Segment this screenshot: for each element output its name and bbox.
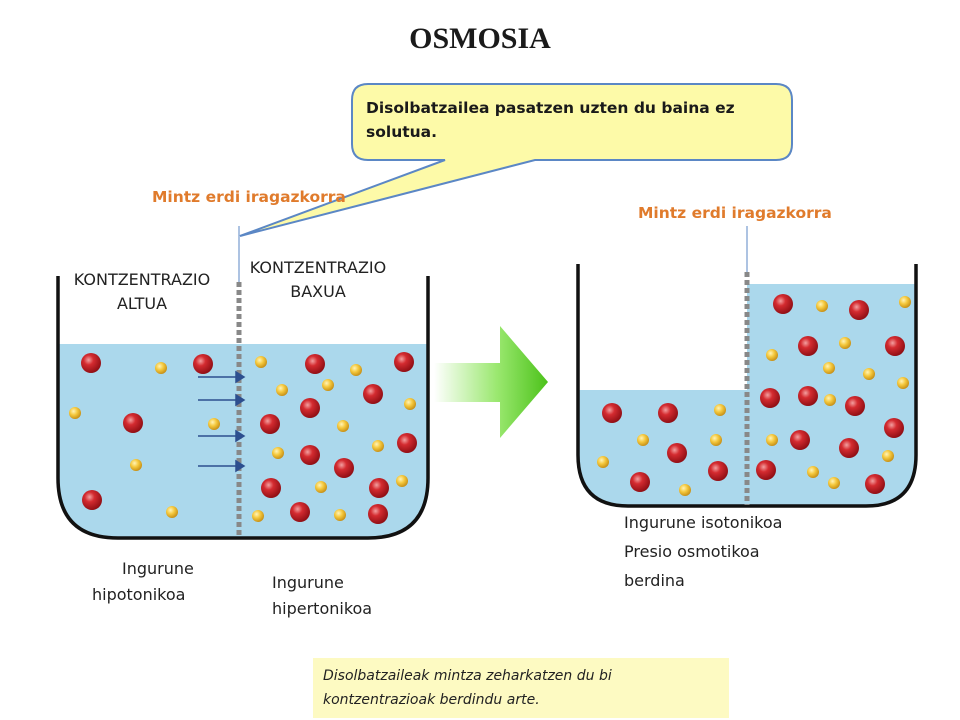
right-beaker-particles: [597, 294, 911, 496]
hypertonic-line2: hipertonikoa: [272, 599, 373, 618]
page-title: OSMOSIA: [409, 22, 551, 55]
isotonic-line2: Presio osmotikoa: [624, 542, 760, 561]
left-membrane-label: Mintz erdi iragazkorra: [152, 188, 346, 206]
isotonic-result-label: Ingurune isotonikoa Presio osmotikoa ber…: [624, 508, 782, 595]
hypotonic-line1: Ingurune: [122, 559, 194, 578]
low-concentration-label: KONTZENTRAZIO BAXUA: [238, 256, 398, 304]
low-concentration-line1: KONTZENTRAZIO: [249, 258, 387, 277]
hypotonic-label: Ingurune hipotonikoa: [92, 556, 194, 608]
high-concentration-line2: ALTUA: [116, 294, 168, 313]
right-beaker: [576, 226, 918, 508]
hypotonic-line2: hipotonikoa: [92, 585, 186, 604]
hypertonic-label: Ingurune hipertonikoa: [272, 570, 372, 622]
high-concentration-label: KONTZENTRAZIO ALTUA: [52, 268, 232, 316]
transition-arrow: [434, 326, 548, 438]
left-solute-particles: [69, 353, 220, 518]
right-membrane-label: Mintz erdi iragazkorra: [638, 204, 832, 222]
callout-bubble: [239, 83, 793, 237]
isotonic-line1: Ingurune isotonikoa: [624, 513, 783, 532]
right-beaker-wall: [576, 264, 918, 508]
callout-text: Disolbatzailea pasatzen uzten du baina e…: [366, 99, 735, 141]
hypertonic-line1: Ingurune: [272, 573, 344, 592]
left-beaker: [56, 226, 430, 540]
bottom-note: Disolbatzaileak mintza zeharkatzen du bi…: [313, 658, 729, 718]
isotonic-line3: berdina: [624, 571, 685, 590]
flow-arrows: [198, 370, 246, 473]
high-concentration-line1: KONTZENTRAZIO: [73, 270, 211, 289]
right-solute-particles: [252, 352, 417, 524]
low-concentration-line2: BAXUA: [290, 282, 346, 301]
left-beaker-wall: [56, 276, 430, 540]
